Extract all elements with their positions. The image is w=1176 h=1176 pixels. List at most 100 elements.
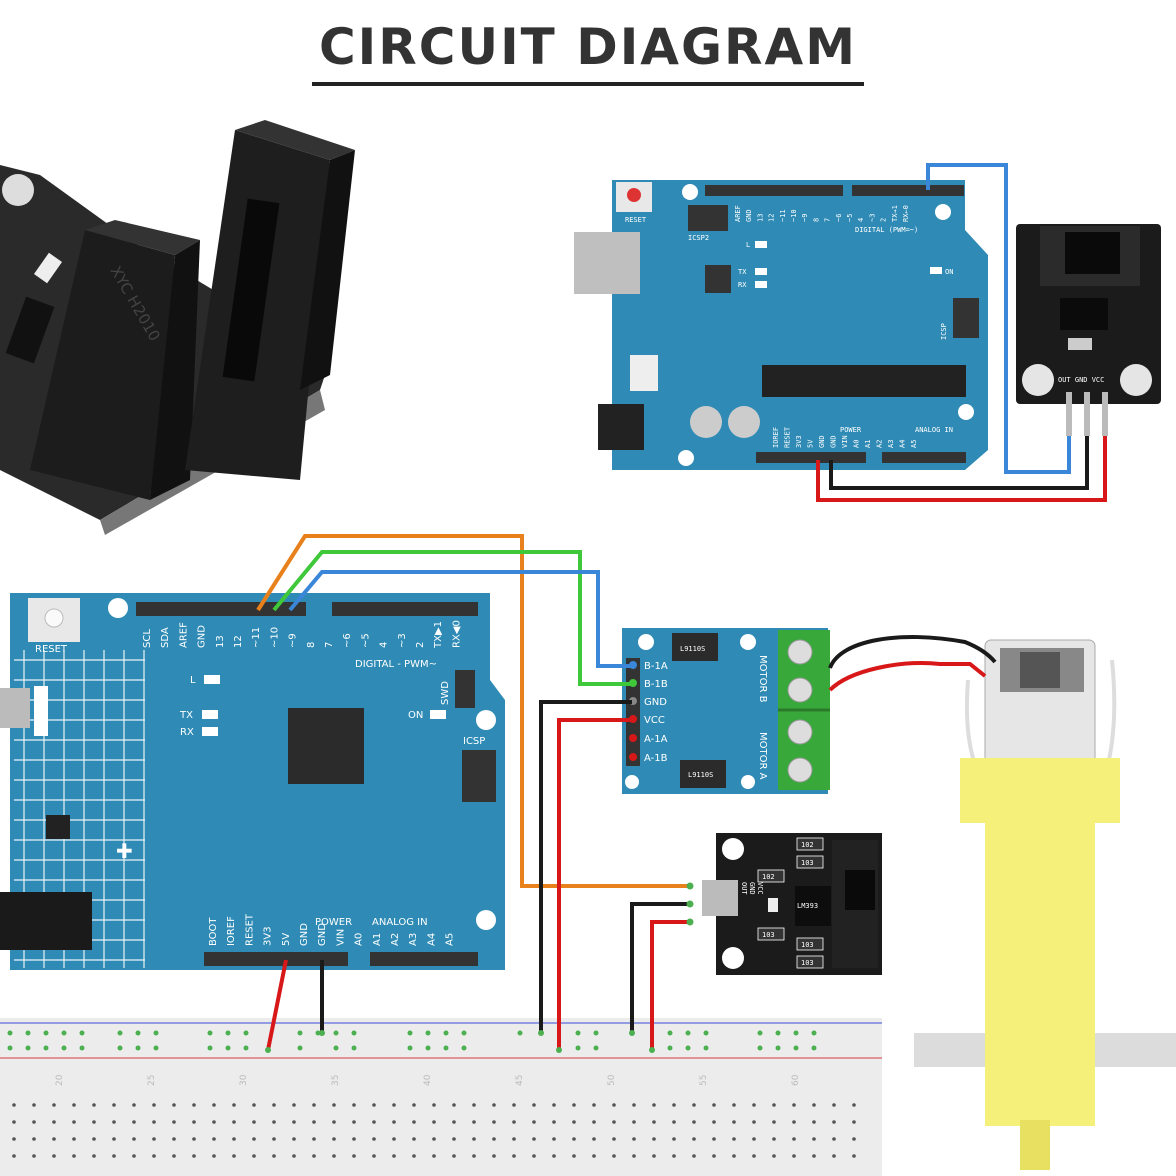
top-arduino-top-pin-label-9: ~6 — [835, 214, 843, 222]
top-arduino-bottom-pin-label-1: RESET — [784, 426, 792, 448]
main-arduino-bottom-pin-label-10: A2 — [390, 933, 401, 946]
page-title: CIRCUIT DIAGRAM — [318, 18, 857, 76]
wire-red-sensor-vcc — [650, 920, 690, 1050]
top-arduino-top-pin-label-3: 12 — [768, 214, 776, 222]
bb-col-20: 20 — [55, 1074, 65, 1086]
top-arduino-top-pin-label-4: ~11 — [779, 209, 787, 222]
resistor-label-6: 103 — [801, 959, 814, 967]
main-arduino-top-pin-label-0: SCL — [142, 629, 153, 648]
top-header-right — [852, 185, 964, 196]
main-arduino-top-pin-label-2: AREF — [178, 622, 189, 648]
motor-a-label: MOTOR A — [757, 732, 768, 780]
motor-driver-module: L9110S L9110S B-1A B-1B GND VCC A-1A A-1… — [622, 628, 830, 794]
main-top-header-left — [136, 602, 306, 616]
top-arduino-top-pin-label-15: RX←0 — [902, 205, 910, 222]
main-top-header-right — [332, 602, 478, 616]
title-underline — [312, 82, 864, 86]
analog-label: ANALOG IN — [915, 426, 953, 434]
top-speed-sensor-module: OUT GND VCC — [1016, 224, 1161, 436]
main-arduino-top-pin-label-14: ~3 — [397, 633, 408, 648]
digital-label: DIGITAL (PWM=~) — [855, 226, 918, 234]
main-icsp-label: ICSP — [463, 736, 485, 747]
main-arduino-bottom-pin-label-12: A4 — [426, 933, 437, 946]
main-arduino-top-pin-label-12: ~5 — [360, 633, 371, 648]
led-tx-label: TX — [738, 268, 747, 276]
top-arduino-bottom-pin-label-12: A5 — [910, 440, 918, 448]
top-arduino-bottom-pin-label-7: A0 — [853, 440, 861, 448]
main-arduino-bottom-pin-label-1: IOREF — [226, 916, 237, 946]
main-arduino-bottom-pin-label-11: A3 — [408, 933, 419, 946]
resistor-label-1: 102 — [801, 841, 814, 849]
main-arduino-top-pin-label-15: 2 — [415, 642, 426, 648]
top-arduino-top-pin-label-0: AREF — [734, 205, 742, 222]
main-arduino-top-pin-label-4: 13 — [215, 635, 226, 648]
main-arduino-bottom-pin-label-8: A0 — [354, 933, 365, 946]
reset-label: RESET — [625, 216, 647, 224]
bb-col-35: 35 — [331, 1075, 341, 1086]
power-rail-holes — [7, 1030, 817, 1051]
top-arduino-top-pin-label-14: TX→1 — [891, 205, 899, 222]
lm393-speed-sensor-module: LM393 OUT GND VCC 102 103 102 103 103 10… — [702, 833, 882, 975]
wire-orange-signal — [256, 534, 690, 888]
top-arduino-top-pin-label-5: ~10 — [790, 209, 798, 222]
main-arduino-top-pin-label-13: 4 — [379, 642, 390, 648]
top-arduino-top-pin-label-2: 13 — [756, 214, 764, 222]
top-wire-red — [816, 436, 1107, 502]
main-mcu-chip — [288, 708, 364, 784]
mount-hole — [2, 174, 34, 206]
main-usb-port — [0, 688, 30, 728]
top-arduino-bottom-pin-label-2: 3V3 — [795, 435, 803, 448]
top-wire-black — [829, 436, 1089, 490]
main-arduino-bottom-pin-label-4: 5V — [281, 933, 292, 946]
main-arduino-top-pin-label-3: GND — [197, 625, 208, 648]
main-arduino-top-pin-label-17: RX◀0 — [451, 620, 462, 648]
top-arduino-bottom-pin-label-8: A1 — [864, 440, 872, 448]
main-arduino-bottom-pin-label-9: A1 — [372, 933, 383, 946]
usb-port — [574, 232, 640, 294]
main-arduino-bottom-pin-label-13: A5 — [445, 933, 456, 946]
top-arduino-top-pin-label-10: ~5 — [846, 214, 854, 222]
motor-b-label: MOTOR B — [757, 655, 768, 703]
motor-wire-black — [828, 635, 997, 669]
wire-end-dots — [265, 882, 694, 1053]
mcu-chip — [762, 365, 966, 397]
power-jack — [598, 404, 644, 450]
driver-chip-2-label: L9110S — [688, 771, 713, 779]
wire-green-b1b — [272, 550, 632, 686]
top-arduino-bottom-pin-label-11: A4 — [899, 440, 907, 448]
terminal-strip-holes — [12, 1103, 856, 1158]
main-led-rx-label: RX — [180, 727, 194, 738]
bb-col-30: 30 — [239, 1074, 249, 1086]
main-digital-label: DIGITAL - PWM~ — [355, 659, 437, 670]
top-arduino-top-pin-label-13: 2 — [880, 218, 888, 222]
pin-b1a-label: B-1A — [644, 661, 668, 672]
top-arduino-bottom-pin-label-5: GND — [830, 435, 838, 448]
top-arduino-top-pin-label-1: GND — [745, 209, 753, 222]
bb-col-25: 25 — [147, 1075, 157, 1086]
power-label: POWER — [840, 426, 862, 434]
wire-black-sensor-gnd — [630, 902, 690, 1033]
main-led-tx-label: TX — [179, 710, 193, 721]
resistor-label-3: 102 — [762, 873, 775, 881]
plus-mark: ✚ — [116, 839, 133, 863]
top-arduino-bottom-pin-label-0: IOREF — [772, 427, 780, 448]
top-arduino-top-pin-label-7: 8 — [812, 218, 820, 222]
gearbox-top — [960, 758, 1120, 823]
main-arduino-bottom-pin-label-2: RESET — [244, 913, 255, 946]
driver-pin-column — [626, 658, 640, 766]
main-arduino-top-pin-label-1: SDA — [160, 627, 171, 648]
top-header-left — [705, 185, 843, 196]
main-arduino-top-pin-label-10: 7 — [324, 642, 335, 648]
main-arduino-top-pin-label-16: TX▶1 — [433, 621, 444, 649]
top-arduino-bottom-pin-label-6: VIN — [841, 435, 849, 448]
top-wire-blue — [926, 163, 1071, 474]
led-on-label: ON — [945, 268, 953, 276]
ss-pin-vcc-label: VCC — [756, 882, 764, 895]
main-arduino-top-pin-label-5: 12 — [233, 635, 244, 648]
top-arduino-top-pin-label-8: 7 — [824, 218, 832, 222]
ss-pin-gnd-label: GND — [748, 882, 756, 895]
bb-col-45: 45 — [515, 1075, 525, 1086]
wire-red-driver-vcc — [557, 718, 632, 1050]
main-power-header — [204, 952, 348, 966]
main-arduino-bottom-pin-label-7: VIN — [335, 929, 346, 946]
